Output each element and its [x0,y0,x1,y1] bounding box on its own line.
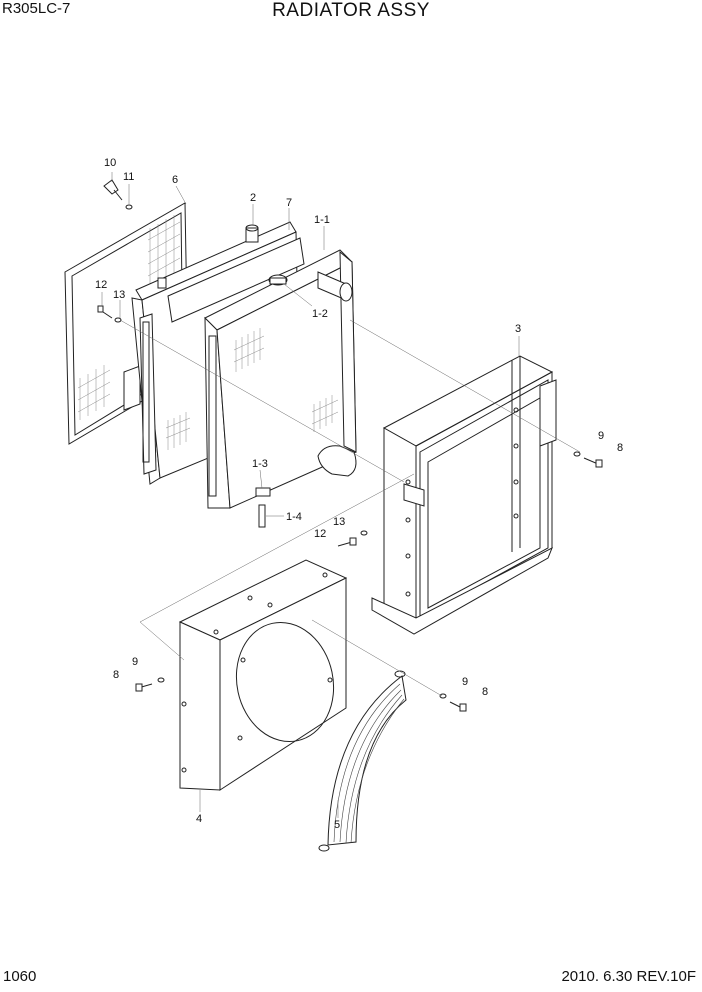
callout-1-2: 1-2 [312,308,328,320]
model-number: R305LC-7 [2,0,71,17]
callout-labels: 10 11 6 2 7 1-1 12 13 1-2 3 9 8 1-3 1-4 … [95,157,623,831]
revision-date: 2010. 6.30 REV.10F [561,968,696,985]
callout-8-left: 8 [113,669,119,681]
callout-11: 11 [123,171,134,183]
leader-lines [101,172,581,818]
callout-2: 2 [250,192,256,204]
page-number: 1060 [3,968,37,985]
callout-10: 10 [104,157,116,169]
callout-1-4: 1-4 [286,511,302,523]
radiator-core [204,249,357,528]
page-title: RADIATOR ASSY [272,0,430,21]
callout-12-middle: 12 [314,528,326,540]
callout-1-1: 1-1 [314,214,330,226]
callout-9-left: 9 [132,656,138,668]
fan-guard [318,670,407,852]
callout-13-upper: 13 [113,289,125,301]
callout-9-right: 9 [598,430,604,442]
callout-9-shroud: 9 [462,676,468,688]
callout-6: 6 [172,174,178,186]
callout-8-right: 8 [617,442,623,454]
radiator-frame [371,355,557,635]
callout-5: 5 [334,819,340,831]
callout-4: 4 [196,813,202,825]
fan-shroud [178,559,348,791]
callout-8-shroud: 8 [482,686,488,698]
callout-13-middle: 13 [333,516,345,528]
callout-1-3: 1-3 [252,458,268,470]
fasteners [97,179,603,712]
callout-3: 3 [515,323,521,335]
callout-12-upper: 12 [95,279,107,291]
callout-7: 7 [286,197,292,209]
